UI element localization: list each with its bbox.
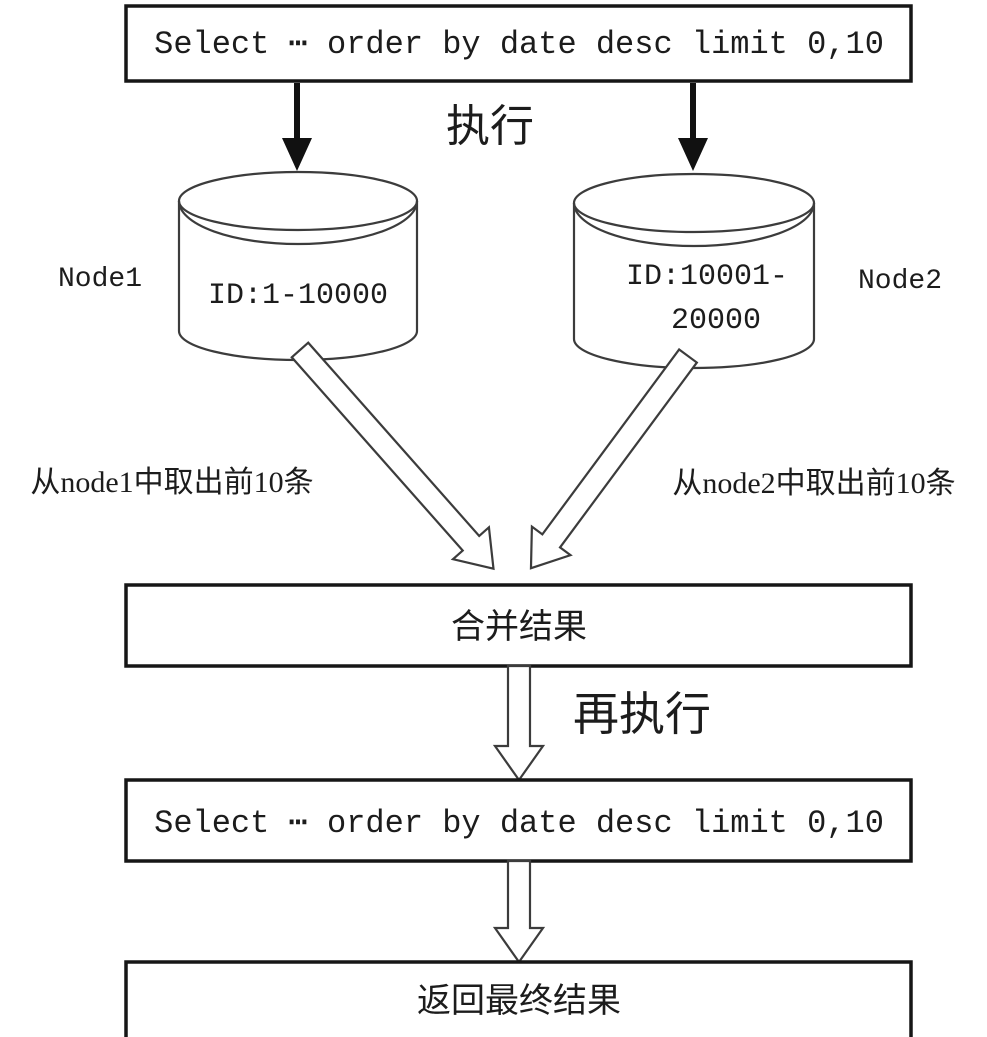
merge-result-box: 合并结果 — [124, 583, 913, 668]
re-query-box: Select ⋯ order by date desc limit 0,10 — [124, 778, 913, 863]
top-query-box-rect — [124, 4, 913, 83]
fetch-node1-label: 从node1中取出前10条 — [30, 466, 313, 499]
solid-arrow-down-to-node2-icon — [678, 83, 708, 171]
database-lid-icon — [572, 172, 816, 234]
database-rim-icon — [572, 202, 816, 248]
execute-label: 执行 — [446, 102, 534, 151]
node2-id-range-line1: ID:10001- — [626, 260, 788, 294]
database-cylinder-node1 — [177, 170, 419, 362]
top-query-box: Select ⋯ order by date desc limit 0,10 — [124, 4, 913, 83]
database-rim-icon — [177, 200, 419, 246]
hollow-arrow-requery-to-final-icon — [492, 859, 546, 964]
final-result-text: 返回最终结果 — [417, 982, 621, 1020]
hollow-arrow-node1-to-merge-icon — [290, 341, 495, 571]
final-result-box-rect — [124, 960, 913, 1037]
fetch-node2-label: 从node2中取出前10条 — [672, 467, 955, 500]
hollow-arrow-node2-to-merge-icon — [529, 347, 699, 570]
solid-arrow-down-to-node1-icon — [282, 83, 312, 171]
re-query-text: Select ⋯ order by date desc limit 0,10 — [154, 805, 884, 842]
re-execute-label: 再执行 — [573, 689, 711, 740]
database-lid-icon — [177, 170, 419, 232]
node2-label: Node2 — [858, 266, 942, 297]
top-query-text: Select ⋯ order by date desc limit 0,10 — [154, 26, 884, 63]
node1-label: Node1 — [58, 264, 142, 295]
hollow-arrow-merge-to-requery-icon — [492, 664, 546, 782]
node1-id-range: ID:1-10000 — [208, 279, 388, 313]
node2-id-range-line2: 20000 — [671, 304, 761, 338]
merge-result-box-rect — [124, 583, 913, 668]
final-result-box: 返回最终结果 — [124, 960, 913, 1037]
merge-result-text: 合并结果 — [451, 608, 587, 646]
